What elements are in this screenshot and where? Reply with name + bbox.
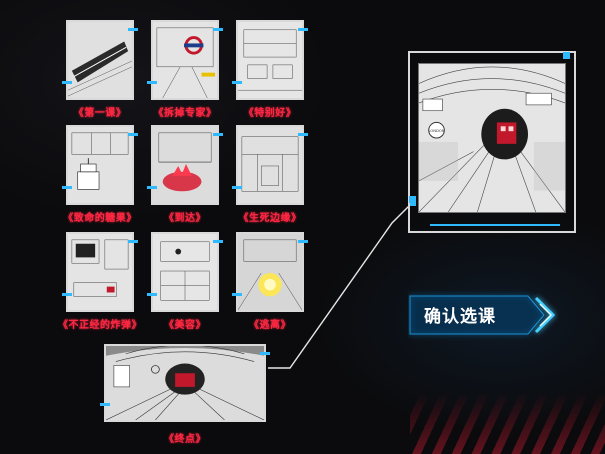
living-room-thumbnail xyxy=(68,234,132,310)
tunnel-thumbnail xyxy=(106,346,264,420)
office-thumbnail xyxy=(238,22,302,98)
level-tile-edge[interactable] xyxy=(232,125,308,205)
preview-image: LONDON xyxy=(418,63,566,213)
fire-thumbnail xyxy=(153,127,217,203)
frame-corner-marker xyxy=(563,52,570,59)
red-stripes-decoration xyxy=(410,392,605,454)
level-caption-birthday: 《致命的糖果》 xyxy=(63,213,137,224)
level-tile-transfer[interactable] xyxy=(147,20,223,100)
level-caption-outlier: 《特别好》 xyxy=(243,108,297,119)
level-tile-final[interactable] xyxy=(100,344,270,422)
cake-thumbnail xyxy=(68,127,132,203)
level-caption-transfer: 《拆掉专家》 xyxy=(153,108,217,119)
kitchen-thumbnail xyxy=(153,234,217,310)
level-tile-escape[interactable] xyxy=(232,232,308,312)
confirm-button-shape xyxy=(409,295,556,335)
level-tile-outlier[interactable] xyxy=(232,20,308,100)
preview-sign: LONDON xyxy=(428,129,444,133)
bus-thumbnail xyxy=(238,127,302,203)
level-tile-first-class[interactable] xyxy=(62,20,138,100)
confirm-button-label: 确认选课 xyxy=(424,307,496,327)
preview-frame: LONDON xyxy=(408,51,576,233)
level-tile-bomb[interactable] xyxy=(62,232,138,312)
level-caption-arrival: 《到达》 xyxy=(164,213,206,224)
glow-thumbnail xyxy=(238,234,302,310)
train-thumbnail xyxy=(68,22,132,98)
level-caption-escape: 《逃离》 xyxy=(249,320,291,331)
level-tile-arrival[interactable] xyxy=(147,125,223,205)
frame-bottom-bar xyxy=(430,224,560,226)
confirm-selection-button[interactable]: 确认选课 xyxy=(408,286,558,344)
level-caption-final: 《终点》 xyxy=(164,434,206,445)
level-tile-birthday[interactable] xyxy=(62,125,138,205)
level-caption-edge: 《生死边缘》 xyxy=(238,213,302,224)
level-caption-first-class: 《第一课》 xyxy=(73,108,127,119)
station-sign-thumbnail xyxy=(153,22,217,98)
level-tile-magic[interactable] xyxy=(147,232,223,312)
frame-corner-marker xyxy=(409,196,416,203)
level-caption-bomb: 《不正经的炸弹》 xyxy=(58,320,142,331)
level-caption-magic: 《美容》 xyxy=(164,320,206,331)
